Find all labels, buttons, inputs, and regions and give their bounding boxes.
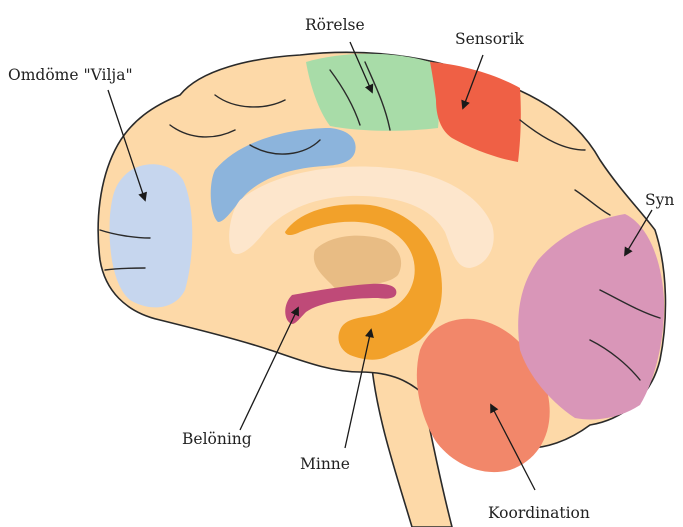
label-omdome: Omdöme "Vilja": [8, 66, 133, 84]
label-syn: Syn: [645, 191, 674, 209]
label-beloning: Belöning: [182, 430, 252, 448]
region-rorelse: [306, 54, 439, 131]
label-sensorik: Sensorik: [455, 30, 524, 48]
label-minne: Minne: [300, 455, 350, 473]
label-rorelse: Rörelse: [305, 16, 365, 34]
label-koordination: Koordination: [488, 504, 590, 522]
